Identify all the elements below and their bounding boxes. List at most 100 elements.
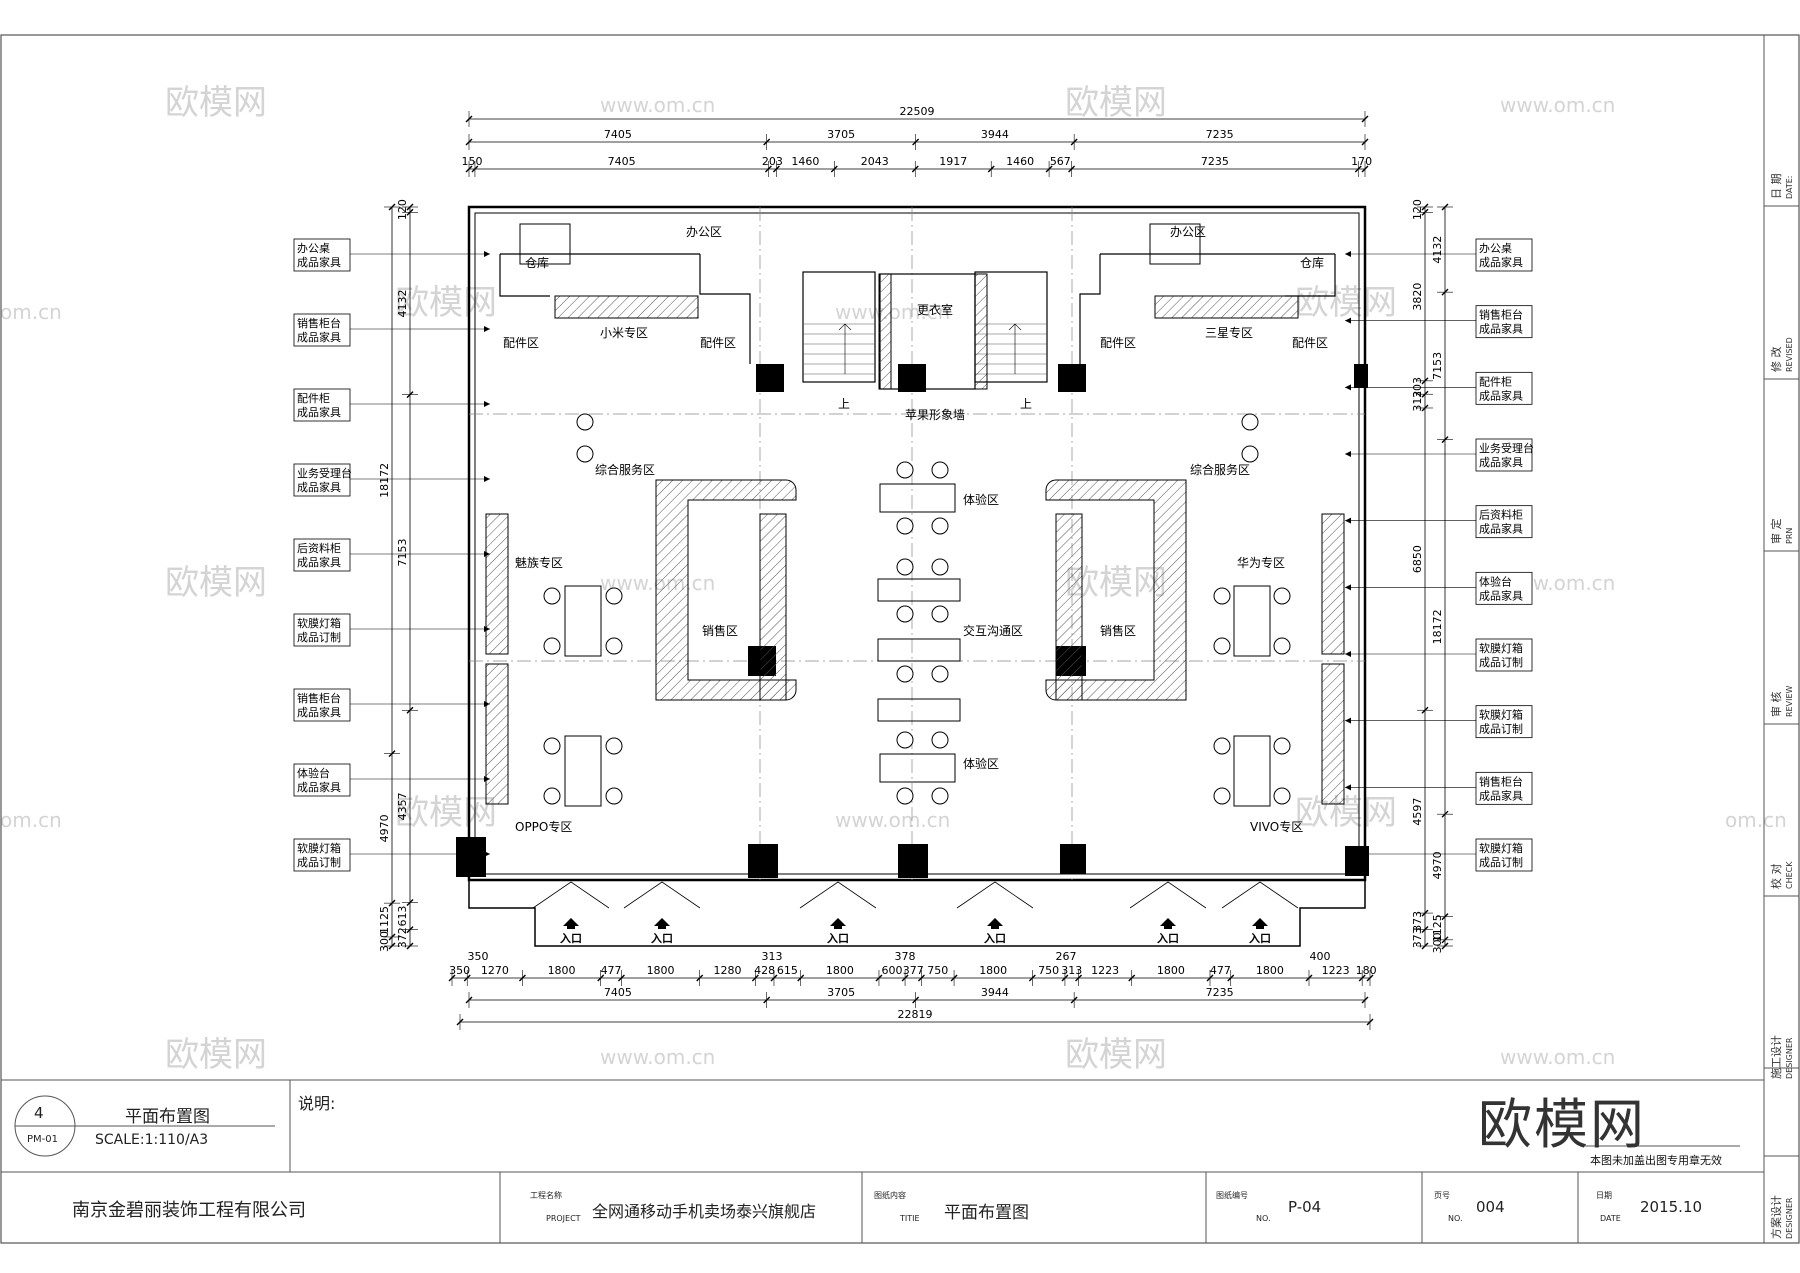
date-label: 日期 — [1596, 1191, 1612, 1200]
entrance-label: 入口 — [984, 932, 1006, 945]
drawing-number: 4 — [34, 1104, 44, 1122]
stool — [931, 787, 949, 805]
stool — [931, 665, 949, 683]
label-samsung: 三星专区 — [1205, 325, 1253, 340]
dimension-value: 1223 — [1322, 964, 1350, 977]
stool — [931, 731, 949, 749]
page-label-en: NO. — [1448, 1214, 1463, 1223]
side-revised: 修 改 — [1769, 347, 1783, 373]
project-name: 全网通移动手机卖场泰兴旗舰店 — [592, 1202, 817, 1221]
stool — [1241, 413, 1259, 431]
callout-line1: 办公桌 — [297, 242, 330, 255]
dimension-value: 377 — [903, 964, 924, 977]
label-meizu: 魅族专区 — [515, 555, 563, 570]
dimension-value: 567 — [1050, 155, 1071, 168]
callout-line1: 体验台 — [1479, 574, 1512, 588]
dimension-value: 7153 — [1431, 352, 1444, 380]
dimension-value: 750 — [1038, 964, 1059, 977]
entrance-label: 入口 — [1249, 932, 1271, 945]
dimension-value: 313 — [762, 950, 783, 963]
content-value: 平面布置图 — [944, 1203, 1029, 1223]
dimension-value: 372 — [396, 927, 409, 948]
entrance-marker: 入口 — [956, 881, 1034, 945]
dimension-value: 2043 — [861, 155, 889, 168]
dimension-value: 1280 — [714, 964, 742, 977]
label-oppo: OPPO专区 — [515, 819, 572, 834]
dimension-value: 428 — [754, 964, 775, 977]
dimension-value: 4970 — [1431, 851, 1444, 879]
dimension-value: 1800 — [1256, 964, 1284, 977]
callout-line1: 后资料柜 — [297, 541, 341, 555]
label-up: 上 — [838, 397, 850, 411]
watermark-cn: 欧模网 — [1065, 1035, 1167, 1075]
dimension-value: 170 — [1351, 155, 1372, 168]
dimension-value: 3944 — [981, 986, 1009, 999]
dimension-value: 4970 — [378, 814, 391, 842]
drawing-sheet: 欧模网 欧模网 www.om.cn www.om.cn 欧模网 欧模网 om.c… — [0, 34, 1800, 1244]
page-label: 页号 — [1434, 1191, 1450, 1200]
watermark-url: www.om.cn — [1500, 93, 1615, 117]
watermark-url: om.cn — [0, 300, 62, 324]
date-value: 2015.10 — [1640, 1198, 1703, 1216]
svg-text:DESIGNER: DESIGNER — [1785, 1197, 1794, 1239]
dimension-value: 18172 — [378, 463, 391, 498]
dimension-value: 1800 — [1157, 964, 1185, 977]
dimension-value: 203 — [762, 155, 783, 168]
notes-label: 说明: — [298, 1094, 336, 1113]
dimension-value: 3944 — [981, 128, 1009, 141]
label-office-right: 办公区 — [1170, 224, 1206, 239]
callout-line2: 成品订制 — [297, 631, 341, 644]
watermark-cn: 欧模网 — [1065, 83, 1167, 123]
callout-line2: 成品订制 — [1479, 656, 1523, 669]
stool — [931, 605, 949, 623]
label-apple-wall: 苹果形象墙 — [905, 408, 965, 422]
callout-line2: 成品订制 — [1479, 856, 1523, 869]
dimension-value: 150 — [461, 155, 482, 168]
dimension-value: 18172 — [1431, 609, 1444, 644]
callout-line1: 软膜灯箱 — [1479, 841, 1523, 855]
dimension-value: 300 — [378, 931, 391, 952]
dimension-value: 4357 — [396, 792, 409, 820]
dimension-value: 3705 — [827, 986, 855, 999]
stool — [931, 461, 949, 479]
label-vivo: VIVO专区 — [1250, 819, 1303, 834]
drawing-no: P-04 — [1288, 1198, 1322, 1216]
svg-text:DESIGNER: DESIGNER — [1785, 1037, 1794, 1079]
dimension-value: 1460 — [791, 155, 819, 168]
entrance-marker: 入口 — [623, 881, 701, 945]
label-service-left: 综合服务区 — [595, 462, 655, 477]
stool — [605, 787, 623, 805]
sheet-border — [0, 34, 1800, 1244]
callout-line2: 成品订制 — [297, 856, 341, 869]
svg-text:REVIEW: REVIEW — [1785, 686, 1794, 718]
callout-line1: 办公桌 — [1479, 242, 1512, 255]
drawing-no-label-en: NO. — [1256, 1214, 1271, 1223]
side-construction: 施工设计 — [1770, 1035, 1783, 1079]
stool — [605, 587, 623, 605]
dimension-value: 400 — [1310, 950, 1331, 963]
side-check: 校 对 — [1769, 864, 1783, 890]
callout-line2: 成品家具 — [1479, 788, 1523, 802]
entrance-label: 入口 — [1157, 932, 1179, 945]
dimension-value: 267 — [1056, 950, 1077, 963]
dimension-value: 1223 — [1091, 964, 1119, 977]
stool — [1273, 737, 1291, 755]
dimension-value: 1270 — [481, 964, 509, 977]
dimension-value: 615 — [777, 964, 798, 977]
entrance-marker: 入口 — [1129, 881, 1207, 945]
dimension-value: 1460 — [1006, 155, 1034, 168]
stool — [896, 787, 914, 805]
callout-line1: 软膜灯箱 — [1479, 641, 1523, 655]
watermark-cn: 欧模网 — [165, 1035, 267, 1075]
